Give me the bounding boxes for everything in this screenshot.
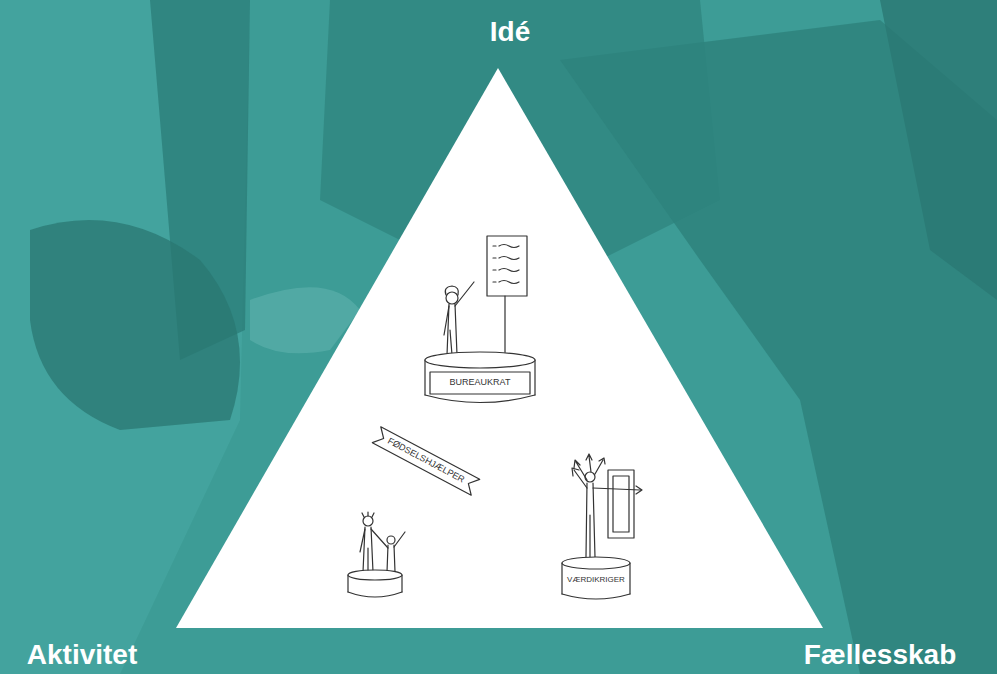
pedestal-label: VÆRDIKRIGER bbox=[567, 576, 625, 585]
triangle bbox=[176, 68, 823, 628]
bureaukrat-figure bbox=[425, 236, 535, 403]
banner bbox=[372, 427, 479, 495]
corner-label: Fællesskab bbox=[804, 640, 957, 671]
pedestal-label: BUREAUKRAT bbox=[450, 378, 511, 388]
banner-label: FØDSELSHJÆLPER bbox=[386, 437, 466, 486]
corner-label: Aktivitet bbox=[27, 640, 137, 671]
vaerdikriger-figure bbox=[562, 454, 642, 599]
corner-label: Idé bbox=[490, 17, 530, 48]
foedselshjaelper-figure bbox=[348, 512, 405, 597]
